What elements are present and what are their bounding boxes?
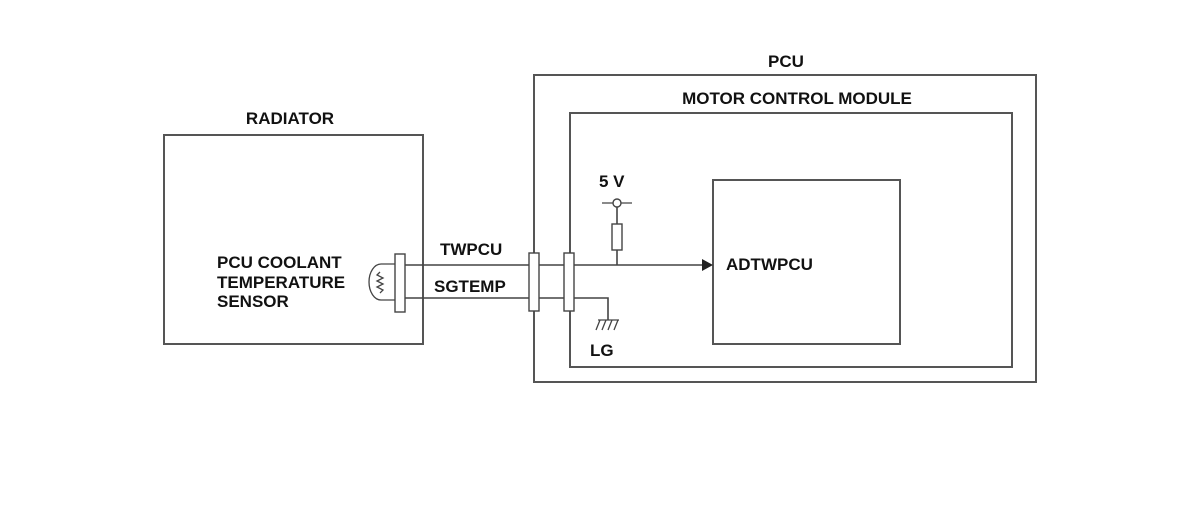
sensor-label-line1: PCU COOLANT (217, 253, 342, 272)
supply-terminal-icon (602, 198, 632, 208)
pullup-resistor-icon (611, 223, 623, 251)
radiator-label: RADIATOR (246, 109, 334, 128)
ground-wire-segment-3 (574, 297, 609, 320)
ground-wire-label: SGTEMP (434, 277, 506, 296)
pcu-label: PCU (768, 52, 804, 71)
pcu-box (533, 74, 1037, 383)
motor-control-module-label: MOTOR CONTROL MODULE (682, 89, 912, 108)
radiator-box (163, 134, 424, 345)
input-circuit-box (712, 179, 901, 345)
sensor-label-line3: SENSOR (217, 292, 289, 311)
signal-wire-label: TWPCU (440, 240, 502, 259)
sensor-label-line2: TEMPERATURE (217, 273, 345, 292)
motor-control-module-box (569, 112, 1013, 368)
harness-connector (528, 252, 540, 312)
ground-label: LG (590, 341, 614, 360)
input-label: ADTWPCU (726, 255, 813, 274)
module-connector (563, 252, 575, 312)
signal-arrow-icon (702, 259, 713, 271)
supply-voltage-label: 5 V (599, 172, 625, 191)
thermistor-icon (368, 263, 395, 301)
sensor-connector (394, 253, 406, 313)
ground-icon (595, 319, 619, 331)
